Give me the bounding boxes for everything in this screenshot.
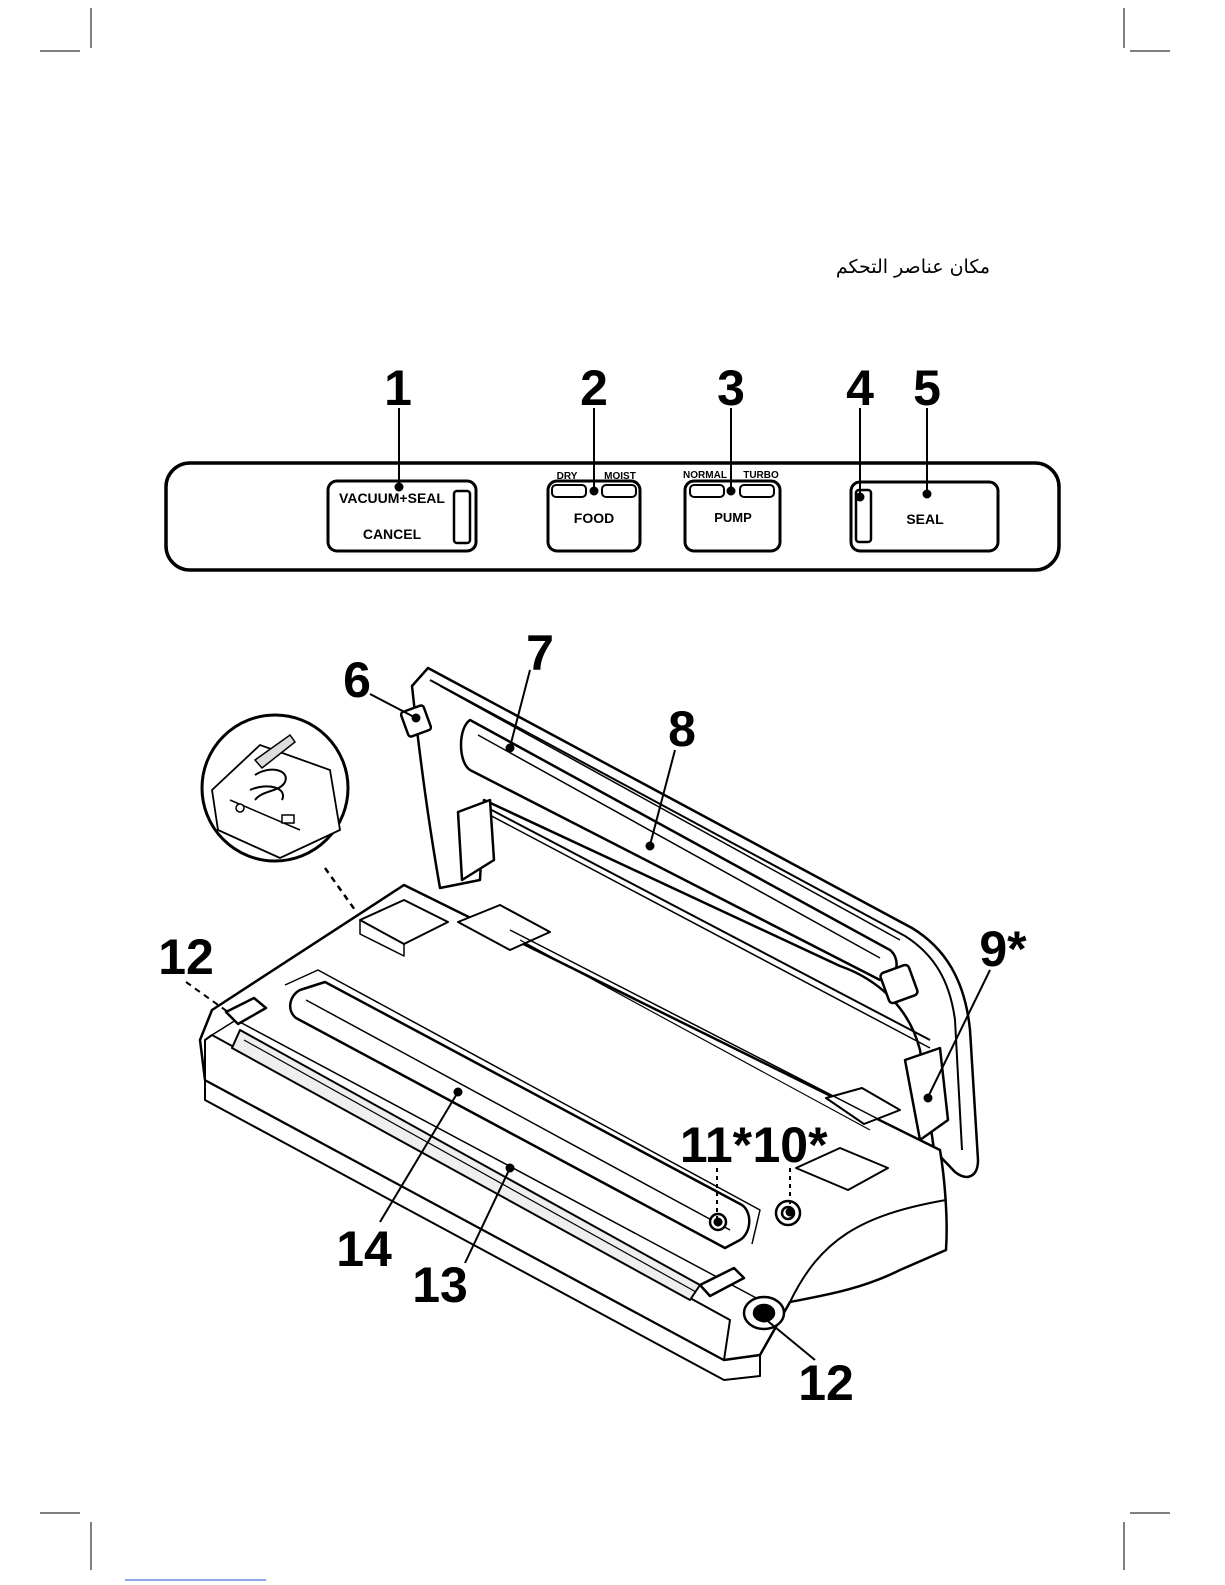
callout-11: 11* [680,1117,753,1173]
callout-5: 5 [913,360,941,416]
callout-9: 9* [979,921,1027,977]
callout-4: 4 [846,360,874,416]
callout-8: 8 [668,701,696,757]
callout-14: 14 [336,1221,392,1277]
callout-10: 10* [752,1117,828,1173]
pump-label: PUMP [714,510,752,525]
normal-indicator [690,485,724,497]
callout-13: 13 [412,1257,468,1313]
callout-7: 7 [526,625,554,681]
normal-label: NORMAL [683,470,727,481]
dry-label: DRY [557,471,578,482]
callout-2: 2 [580,360,608,416]
callout-12-top: 12 [158,929,214,985]
lid-hinge-left [458,800,494,880]
callout-3: 3 [717,360,745,416]
inset-leader [325,868,355,910]
moist-label: MOIST [604,471,636,482]
moist-indicator [602,485,636,497]
cancel-label: CANCEL [363,526,422,542]
callout-6: 6 [343,652,371,708]
dry-indicator [552,485,586,497]
seal-label: SEAL [906,511,944,527]
vacuum-seal-indicator [454,491,470,543]
callout-12-bottom: 12 [798,1355,854,1411]
inset-detail [202,715,348,861]
vacuum-seal-label: VACUUM+SEAL [339,490,445,506]
turbo-label: TURBO [743,470,779,481]
callout-1: 1 [384,360,412,416]
food-label: FOOD [574,510,614,526]
turbo-indicator [740,485,774,497]
